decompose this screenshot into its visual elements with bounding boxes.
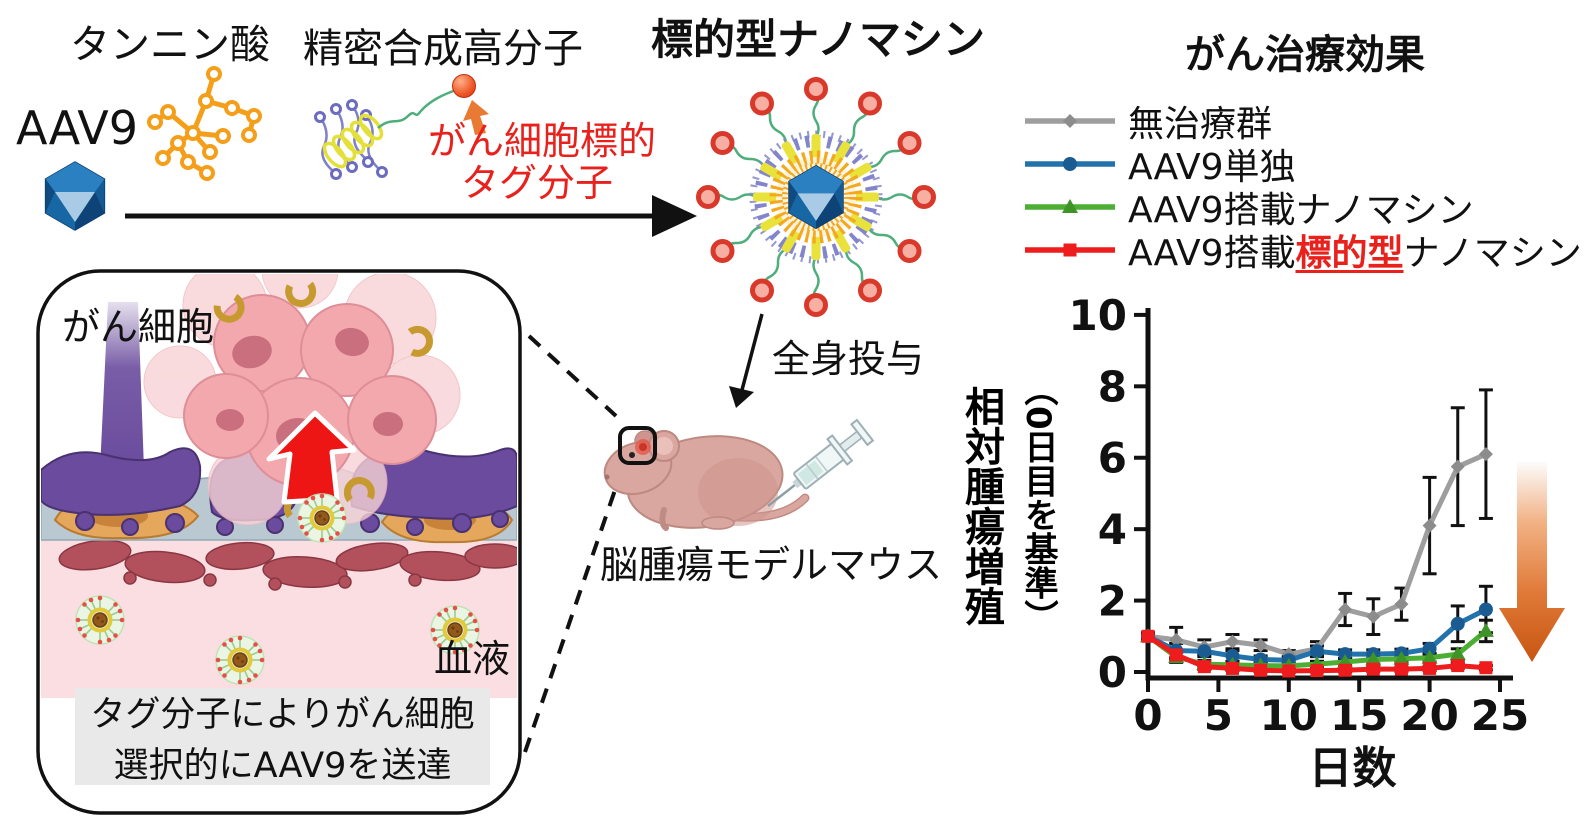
x-tick-label: 5 xyxy=(1204,691,1233,738)
chart-ylabel-sub: （0日目を基準） xyxy=(1018,372,1058,634)
polymer-illustration xyxy=(314,74,489,180)
callout-dashed-lines xyxy=(523,334,618,753)
legend-row-aav9-targeted-nanomachine: AAV9搭載標的型ナノマシン xyxy=(1022,228,1582,274)
legend-label-pre: AAV9搭載 xyxy=(1128,232,1296,274)
tag-spheres xyxy=(696,77,936,317)
chart-title: がん治療効果 xyxy=(1185,32,1425,78)
caption-line1: タグ分子によりがん細胞 xyxy=(90,694,475,735)
uptake-arrow-icon xyxy=(266,410,357,505)
pericyte-stalk xyxy=(100,302,144,470)
series-line xyxy=(1147,451,1487,657)
mouse-nose xyxy=(604,474,610,480)
tumor-reduction-arrow-icon xyxy=(1499,462,1565,662)
x-tick-label: 0 xyxy=(1133,691,1162,738)
nanomachine-illustration xyxy=(696,77,936,317)
series-markers xyxy=(1141,629,1493,678)
y-tick-label: 2 xyxy=(1098,577,1127,626)
y-tick-label: 6 xyxy=(1098,434,1127,483)
chart-ylabel: 相対腫瘍増殖 （0日目を基準） xyxy=(952,372,1063,634)
chart-legend: 無治療群 AAV9単独 AAV9搭載ナノマシン AAV9搭載標的型ナノマシン xyxy=(1022,99,1582,274)
tag-pointer-arrow-icon xyxy=(463,100,489,135)
receptor-icons xyxy=(213,281,433,519)
series-markers xyxy=(1141,447,1493,662)
x-tick-label: 25 xyxy=(1471,691,1529,738)
mouse-illustration xyxy=(603,426,810,531)
y-tick-label: 0 xyxy=(1098,648,1127,697)
legend-label-highlight: 標的型 xyxy=(1295,232,1404,274)
x-tick-label: 10 xyxy=(1260,691,1318,738)
nanoparticle-in-blood xyxy=(213,633,267,687)
peg-chain xyxy=(377,88,457,129)
y-tick-label: 8 xyxy=(1098,362,1127,411)
mouse-label: 脳腫瘍モデルマウス xyxy=(600,543,943,587)
chart-xlabel: 日数 xyxy=(1308,743,1397,794)
caption-box: タグ分子によりがん細胞 選択的にAAV9を送達 xyxy=(75,688,490,786)
legend-line-sample xyxy=(1025,198,1115,213)
mouse-eye xyxy=(629,452,635,458)
tag-molecule-label-line1: がん細胞標的 xyxy=(428,119,657,163)
y-tick-label: 10 xyxy=(1069,291,1127,340)
legend-line-sample xyxy=(1025,113,1115,128)
aav9-label: AAV9 xyxy=(16,101,139,155)
tag-molecule-sphere xyxy=(452,74,476,98)
legend-row-aav9-alone: AAV9単独 xyxy=(1022,142,1582,188)
tumor-callout-square xyxy=(618,426,657,465)
legend-label-post: ナノマシン xyxy=(1403,232,1582,274)
legend-line-sample xyxy=(1025,156,1115,171)
administration-label: 全身投与 xyxy=(772,337,925,381)
y-tick-label: 4 xyxy=(1098,505,1127,554)
cancer-cell-label: がん細胞 xyxy=(62,305,215,349)
caption-line2: 選択的にAAV9を送達 xyxy=(113,745,452,786)
legend-label: AAV9搭載標的型ナノマシン xyxy=(1128,224,1582,276)
tannic-acid-molecule xyxy=(147,66,262,181)
red-blood-cell-layer xyxy=(58,539,517,591)
administration-arrow-icon xyxy=(729,313,764,408)
nanoparticle-in-blood xyxy=(73,593,127,647)
legend-label: 無治療群 xyxy=(1128,103,1273,145)
nanomachine-title: 標的型ナノマシン xyxy=(651,15,985,64)
legend-row-aav9-nanomachine: AAV9搭載ナノマシン xyxy=(1022,185,1582,231)
legend-row-untreated: 無治療群 xyxy=(1022,99,1582,145)
cancer-cell-cluster xyxy=(143,274,461,526)
legend-line-sample xyxy=(1025,243,1115,256)
nanoparticle-at-gap xyxy=(295,491,349,545)
vessel-cross-section xyxy=(41,274,517,698)
reaction-arrow-icon xyxy=(125,195,697,237)
tag-molecule-label-line2: タグ分子 xyxy=(460,161,613,205)
x-tick-label: 15 xyxy=(1330,691,1388,738)
aav9-capsid xyxy=(44,161,106,231)
error-bars xyxy=(1141,388,1493,660)
syringe-icon xyxy=(767,418,875,507)
tannic-acid-label: タンニン酸 xyxy=(70,22,270,68)
polymer-label: 精密合成高分子 xyxy=(303,26,583,72)
x-tick-label: 20 xyxy=(1400,691,1458,738)
chart-ylabel-main: 相対腫瘍増殖 xyxy=(958,386,1004,626)
legend-label: AAV9搭載ナノマシン xyxy=(1128,189,1474,231)
legend-label: AAV9単独 xyxy=(1128,146,1296,188)
blood-label: 血液 xyxy=(434,637,511,681)
